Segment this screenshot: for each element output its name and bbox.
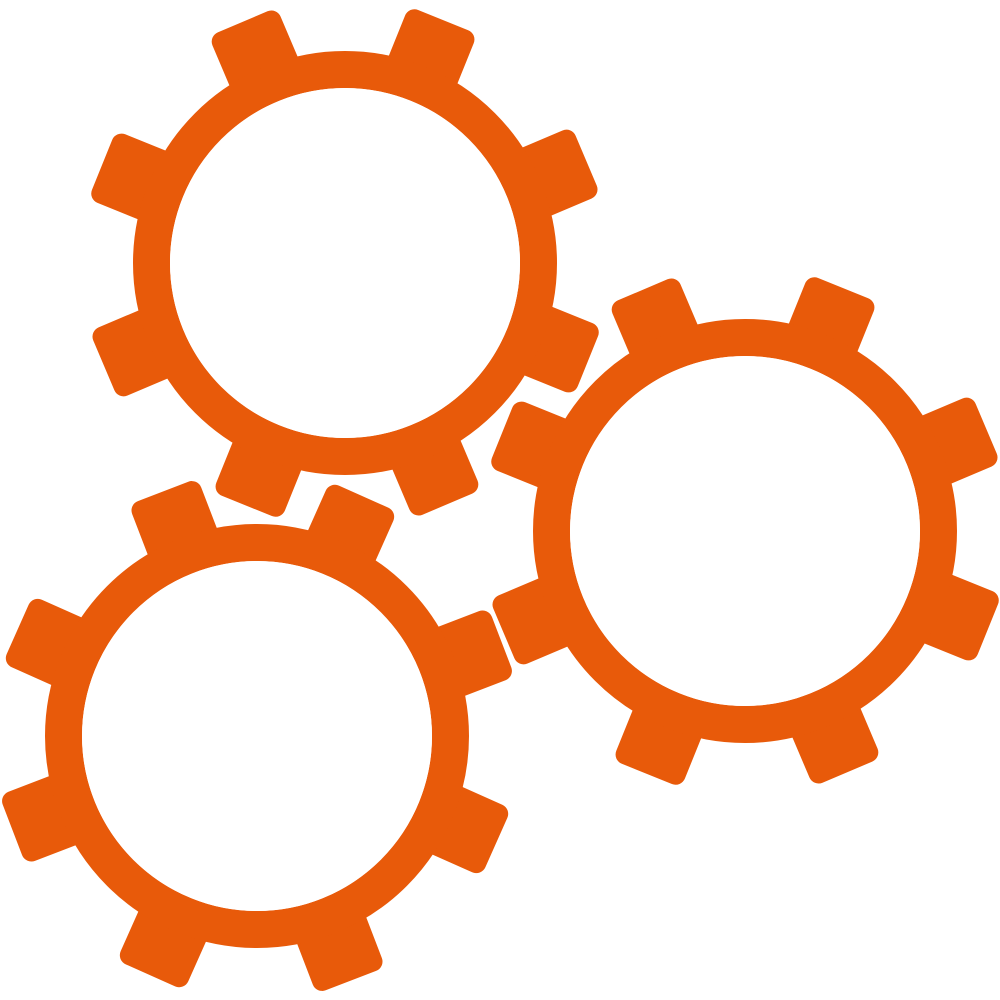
gear-hole xyxy=(82,561,432,911)
gear-hole xyxy=(170,88,520,438)
gear-top-left-icon xyxy=(91,9,599,517)
gear-hole xyxy=(570,356,920,706)
gear-bottom-left-icon xyxy=(2,481,512,991)
gear-ring xyxy=(45,524,469,948)
gears-group xyxy=(2,9,999,991)
gear-ring xyxy=(533,319,957,743)
gear-right-icon xyxy=(491,277,999,785)
gear-ring xyxy=(133,51,557,475)
